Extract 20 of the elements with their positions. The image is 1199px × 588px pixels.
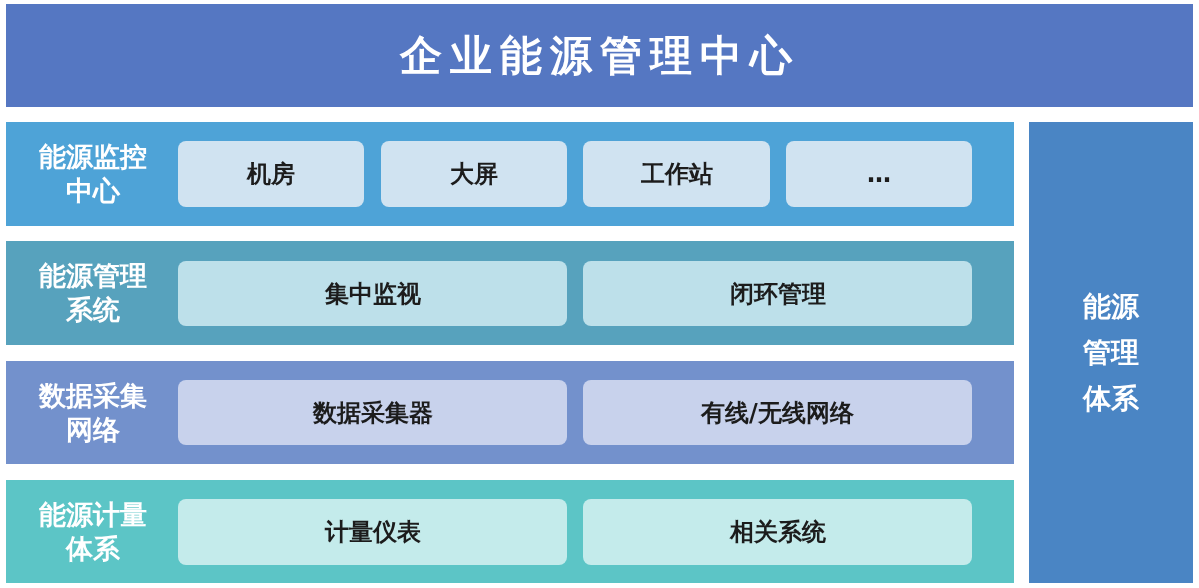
component-box: 计量仪表	[178, 499, 567, 565]
layer-band	[6, 480, 1014, 583]
component-box: 相关系统	[583, 499, 972, 565]
component-box: 数据采集器	[178, 380, 567, 445]
layer-label: 能源计量体系	[37, 497, 148, 566]
layer-label: 能源管理系统	[37, 259, 148, 327]
layer-band	[6, 361, 1014, 464]
component-box: 有线/无线网络	[583, 380, 972, 445]
component-box: 工作站	[583, 141, 770, 207]
layer-label: 数据采集网络	[37, 378, 148, 447]
component-box: 集中监视	[178, 261, 567, 326]
component-box: 机房	[178, 141, 364, 207]
component-box: 闭环管理	[583, 261, 972, 326]
header-banner: 企业能源管理中心	[6, 4, 1193, 107]
component-box: …	[786, 141, 972, 207]
component-box: 大屏	[381, 141, 567, 207]
layer-band	[6, 122, 1014, 226]
side-column: 能源管理体系	[1029, 122, 1193, 583]
layer-label: 能源监控中心	[37, 140, 148, 208]
layer-band	[6, 241, 1014, 345]
